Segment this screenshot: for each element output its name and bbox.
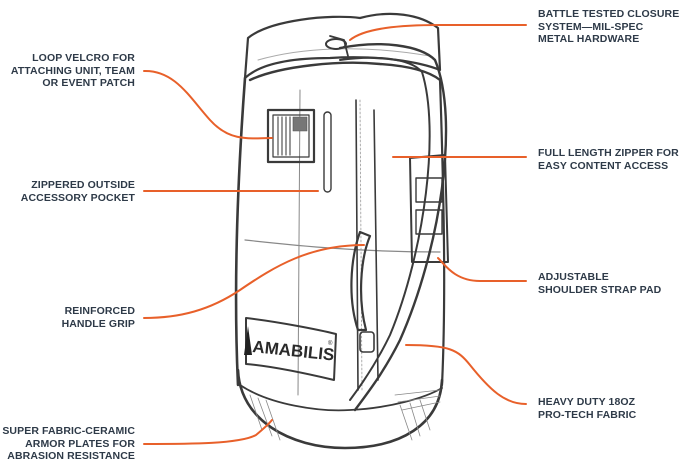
leader-line-closure bbox=[349, 24, 527, 41]
callout-velcro: LOOP VELCRO FOR ATTACHING UNIT, TEAM OR … bbox=[11, 52, 135, 90]
leader-line-handle bbox=[143, 244, 365, 319]
callout-strap-line-2: SHOULDER STRAP PAD bbox=[538, 283, 662, 296]
leader-line-velcro bbox=[143, 69, 273, 140]
velcro-patch bbox=[266, 108, 316, 164]
pocket-zipper bbox=[323, 111, 332, 193]
callout-strap-line-1: ADJUSTABLE bbox=[538, 271, 609, 283]
callout-armor-line-3: ABRASION RESISTANCE bbox=[7, 450, 135, 462]
callout-strap: ADJUSTABLE SHOULDER STRAP PAD bbox=[538, 271, 661, 296]
brand-logo: AMABILIS ® bbox=[244, 326, 335, 365]
leader-line-strap bbox=[437, 257, 527, 282]
brand-logo-text: AMABILIS bbox=[252, 337, 336, 364]
callout-handle-line-2: HANDLE GRIP bbox=[61, 317, 135, 330]
callout-fabric-line-2: PRO-TECH FABRIC bbox=[538, 408, 637, 421]
callout-armor-line-1: SUPER FABRIC-CERAMIC bbox=[2, 425, 135, 437]
callout-zipper-line-1: FULL LENGTH ZIPPER FOR bbox=[538, 147, 679, 159]
metal-hardware-ring bbox=[325, 38, 347, 50]
handle-grip bbox=[350, 230, 372, 332]
armor-plate bbox=[236, 368, 444, 450]
bag-body bbox=[234, 76, 247, 387]
callout-zipper-line-2: EASY CONTENT ACCESS bbox=[538, 159, 669, 172]
brand-logo-mark bbox=[244, 326, 252, 355]
callout-pocket-line-2: ACCESSORY POCKET bbox=[20, 191, 135, 204]
callout-armor-line-2: ARMOR PLATES FOR bbox=[25, 437, 135, 450]
callout-closure-line-2: SYSTEM—MIL-SPEC bbox=[538, 20, 644, 33]
brand-logo-registered: ® bbox=[328, 340, 333, 347]
callout-closure-line-3: METAL HARDWARE bbox=[538, 33, 640, 45]
callout-fabric-line-1: HEAVY DUTY 18OZ bbox=[538, 396, 636, 408]
roll-top bbox=[243, 12, 442, 80]
callout-closure: BATTLE TESTED CLOSURE SYSTEM—MIL-SPEC ME… bbox=[538, 8, 679, 46]
callout-fabric: HEAVY DUTY 18OZ PRO-TECH FABRIC bbox=[538, 396, 636, 421]
callout-velcro-line-3: OR EVENT PATCH bbox=[42, 77, 135, 89]
callout-handle-line-1: REINFORCED bbox=[64, 305, 135, 317]
leader-line-fabric bbox=[405, 344, 527, 405]
shoulder-strap bbox=[338, 43, 448, 412]
callout-armor: SUPER FABRIC-CERAMIC ARMOR PLATES FOR AB… bbox=[2, 425, 135, 463]
callout-closure-line-1: BATTLE TESTED CLOSURE bbox=[538, 8, 680, 20]
callout-zipper: FULL LENGTH ZIPPER FOR EASY CONTENT ACCE… bbox=[538, 147, 679, 172]
callout-pocket: ZIPPERED OUTSIDE ACCESSORY POCKET bbox=[21, 179, 135, 204]
callout-velcro-line-1: LOOP VELCRO FOR bbox=[32, 52, 135, 64]
callout-velcro-line-2: ATTACHING UNIT, TEAM bbox=[10, 64, 135, 77]
leader-line-armor bbox=[143, 419, 273, 445]
callout-handle: REINFORCED HANDLE GRIP bbox=[62, 305, 135, 330]
callout-pocket-line-1: ZIPPERED OUTSIDE bbox=[31, 179, 135, 191]
brand-label-box bbox=[245, 317, 337, 381]
